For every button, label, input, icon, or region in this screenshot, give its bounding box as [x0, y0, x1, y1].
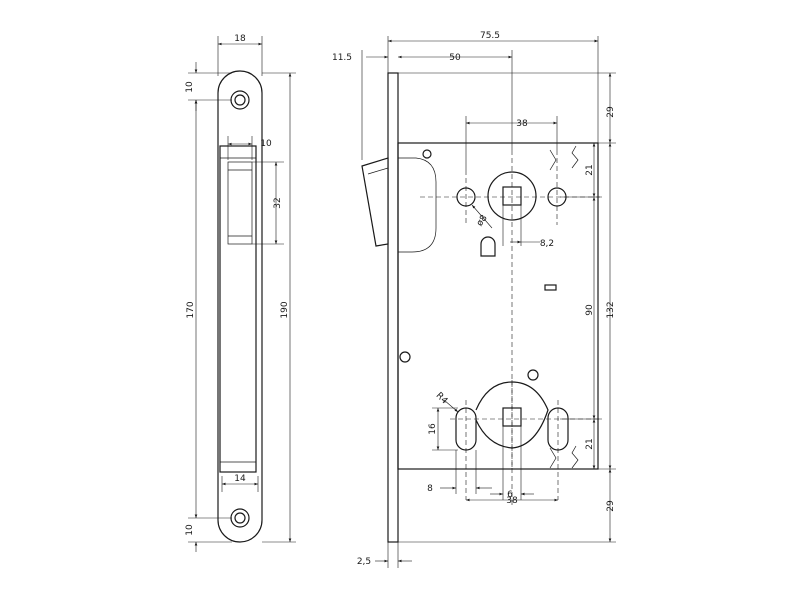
- dim-slot-length: 16: [428, 423, 438, 435]
- dim-plate-thickness: 2,5: [357, 557, 371, 567]
- dim-faceplate-length: 190: [280, 301, 290, 318]
- spring-stop: [480, 236, 496, 257]
- dim-screw-offset-top: 21: [585, 164, 595, 175]
- dim-bottom-spacing: 38: [506, 496, 518, 506]
- dim-center-distance: 90: [585, 304, 595, 316]
- front-plate-edge: [387, 72, 399, 543]
- side-view-dimensions: 11.5 75.5 50 38 ø8 8,2 29: [332, 31, 616, 568]
- latch-opening: [219, 145, 257, 473]
- dim-slot-radius: R4: [434, 391, 450, 407]
- dim-top-offset: 29: [606, 106, 616, 118]
- dim-hole-diameter: ø8: [475, 213, 490, 228]
- dim-faceplate-top-margin: 10: [185, 81, 195, 93]
- upper-spindle-assembly: [456, 149, 567, 291]
- dim-bottom-slot-width: 14: [234, 474, 246, 484]
- bottom-screw-hole: [230, 508, 250, 528]
- follower-hub: [487, 171, 537, 221]
- dim-faceplate-width: 18: [234, 34, 246, 44]
- lock-body-side-view: [361, 72, 600, 543]
- latch-bolt-projection: [361, 157, 389, 247]
- small-pin-top: [422, 149, 432, 159]
- top-screw-hole: [230, 90, 250, 110]
- latch-bolt: [227, 161, 253, 245]
- dim-slot-width: 8: [427, 484, 433, 494]
- dim-screw-offset-bottom: 21: [585, 438, 595, 449]
- latch-housing: [398, 157, 437, 253]
- small-pin-lower: [527, 369, 539, 381]
- small-pin-middle: [399, 351, 411, 363]
- faceplate-outline: [217, 70, 263, 543]
- dim-latch-height: 32: [273, 197, 283, 208]
- lower-follower-cam: [475, 381, 549, 449]
- indicator-slot: [544, 284, 557, 291]
- dim-screw-span: 170: [186, 301, 196, 318]
- dim-backset: 50: [449, 53, 461, 63]
- dim-case-height: 132: [606, 301, 616, 318]
- dim-case-depth: 75.5: [480, 31, 500, 41]
- dim-faceplate-bottom-margin: 10: [185, 524, 195, 536]
- faceplate-dimensions: 18 10 170 10 190 10 32 14: [185, 34, 296, 552]
- lock-case: [397, 142, 599, 470]
- dim-square-size: 6: [507, 490, 513, 500]
- dim-spindle-size: 8,2: [540, 239, 554, 249]
- dim-latch-width: 10: [260, 139, 272, 149]
- dim-handle-spacing: 38: [516, 119, 528, 129]
- faceplate-front-view: [217, 70, 263, 543]
- dim-bottom-offset: 29: [606, 500, 616, 512]
- dim-lever-offset: 11.5: [332, 53, 352, 63]
